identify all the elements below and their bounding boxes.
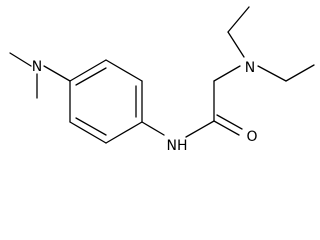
ring-double-bond-a — [75, 67, 107, 86]
ring-bond-1 — [69, 59, 107, 82]
bond-nh-to-carbonyl — [185, 120, 215, 138]
ring-double-bond-c — [75, 117, 107, 136]
bond-n-to-ethyl-b — [257, 65, 287, 82]
amide-nh-label: NH — [167, 138, 188, 154]
dimethylamino-group: N — [9, 52, 71, 99]
bond-methyl-top — [9, 52, 32, 67]
ring-bond-2 — [105, 59, 143, 82]
chemical-structure-diagram: N NH O N — [9, 6, 315, 154]
bond-carbonyl-double-1 — [213, 120, 240, 136]
carbonyl-oxygen-label: O — [246, 129, 257, 145]
amide-group: NH O — [141, 80, 258, 154]
bond-ethyl-b-terminal — [285, 64, 315, 82]
diethyl-nitrogen-label: N — [245, 60, 255, 76]
bond-ch2-to-n — [213, 65, 241, 82]
bond-n-to-ring — [43, 65, 71, 82]
ring-bond-4 — [105, 121, 143, 144]
amine-nitrogen-label: N — [32, 59, 42, 75]
bond-n-to-ethyl-a — [227, 31, 245, 58]
ring-bond-5 — [69, 121, 107, 144]
diethylamino-group: N — [213, 6, 315, 82]
bond-ethyl-a-terminal — [227, 6, 250, 33]
bond-carbonyl-double-2 — [216, 114, 243, 130]
benzene-ring — [69, 59, 143, 144]
bond-ring-to-nh — [141, 121, 165, 136]
